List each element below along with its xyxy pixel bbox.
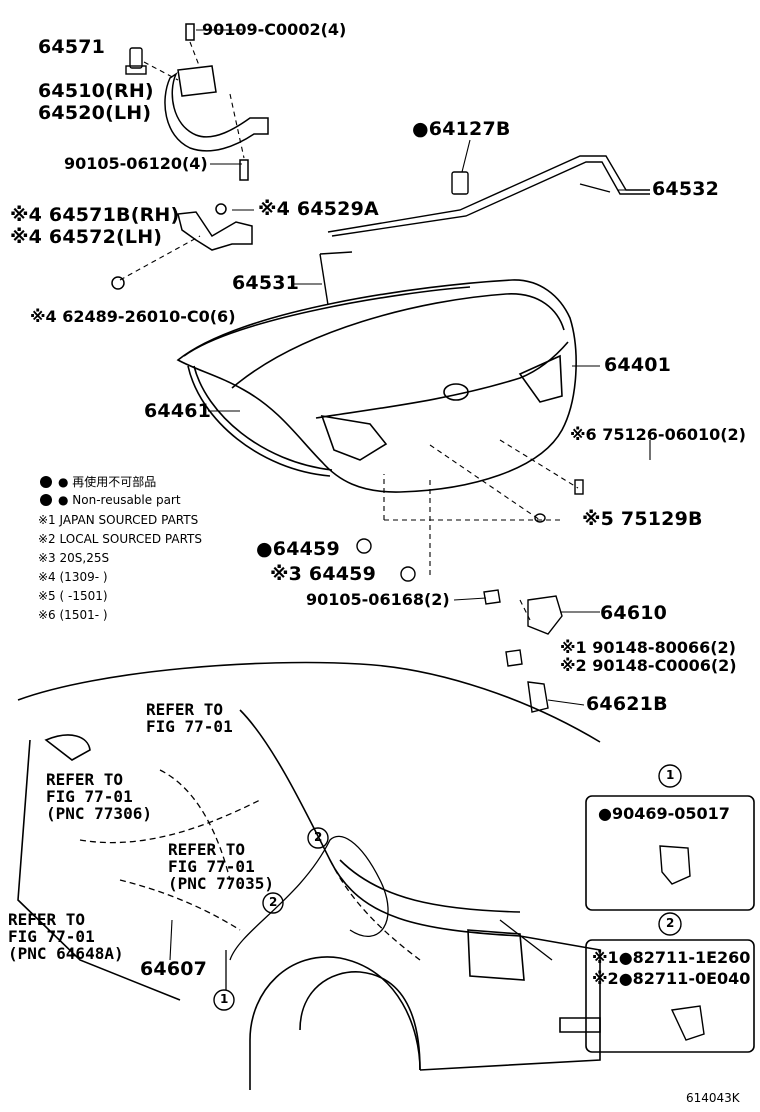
part-label-90105-06120: 90105-06120(4) xyxy=(64,154,208,173)
part-label-75126: ※6 75126-06010(2) xyxy=(570,425,746,444)
part-label-64572: ※4 64572(LH) xyxy=(10,226,163,248)
lock-latch-drawing xyxy=(356,479,584,713)
figure-id: 614043K xyxy=(686,1091,740,1105)
secondary-hinge-drawing xyxy=(111,203,253,290)
callout-2-b: 2 xyxy=(269,895,278,909)
part-label-64459-a: ●64459 xyxy=(256,538,340,560)
refer-note-pnc-77035: REFER TO FIG 77-01 (PNC 77035) xyxy=(168,840,274,893)
part-label-90109: 90109-C0002(4) xyxy=(202,20,347,39)
hinge-assembly-drawing xyxy=(125,23,269,181)
legend-line-3: ※1 JAPAN SOURCED PARTS xyxy=(38,513,199,527)
cable-drawing xyxy=(79,769,421,961)
part-label-64607: 64607 xyxy=(140,958,208,980)
part-label-64461: 64461 xyxy=(144,400,212,422)
part-label-82711-0e040: ※2●82711-0E040 xyxy=(592,969,751,988)
part-label-64520: 64520(LH) xyxy=(38,102,152,124)
legend-line-4: ※2 LOCAL SOURCED PARTS xyxy=(38,532,202,546)
car-body-drawing xyxy=(17,661,601,1090)
part-label-90105-06168: 90105-06168(2) xyxy=(306,590,450,609)
part-label-64532: 64532 xyxy=(652,178,720,200)
refer-note-fig-77-01: REFER TO FIG 77-01 xyxy=(146,700,233,736)
detail-box-1 xyxy=(585,795,755,911)
legend-line-5: ※3 20S,25S xyxy=(38,551,110,565)
part-label-64529a: ※4 64529A xyxy=(258,198,379,220)
legend-line-6: ※4 (1309- ) xyxy=(38,570,108,584)
callout-1-box: 1 xyxy=(666,768,675,782)
refer-note-pnc-64648a: REFER TO FIG 77-01 (PNC 64648A) xyxy=(8,910,124,963)
part-label-64127b: ●64127B xyxy=(412,118,511,140)
part-label-64571: 64571 xyxy=(38,36,106,58)
part-label-62489: ※4 62489-26010-C0(6) xyxy=(30,307,236,326)
part-label-64571b: ※4 64571B(RH) xyxy=(10,204,180,226)
part-label-64510: 64510(RH) xyxy=(38,80,154,102)
callout-2-box: 2 xyxy=(666,916,675,930)
part-label-90148-c0006: ※2 90148-C0006(2) xyxy=(560,656,737,675)
part-label-75129b: ※5 75129B xyxy=(582,508,703,530)
refer-note-pnc-77306: REFER TO FIG 77-01 (PNC 77306) xyxy=(46,770,152,823)
callout-2-a: 2 xyxy=(314,830,323,844)
trunk-lid-drawing xyxy=(176,279,577,493)
part-label-90148-80066: ※1 90148-80066(2) xyxy=(560,638,736,657)
part-label-64610: 64610 xyxy=(600,602,668,624)
part-label-64401: 64401 xyxy=(604,354,672,376)
part-label-64459-b: ※3 64459 xyxy=(270,563,377,585)
callout-1-a: 1 xyxy=(220,992,229,1006)
part-label-64621b: 64621B xyxy=(586,693,668,715)
part-label-64531: 64531 xyxy=(232,272,300,294)
legend-line-8: ※6 (1501- ) xyxy=(38,608,108,622)
part-label-90469: ●90469-05017 xyxy=(598,804,730,823)
legend-line-7: ※5 ( -1501) xyxy=(38,589,108,603)
trunk-rod-drawing xyxy=(319,155,650,306)
detail-box-2 xyxy=(585,939,755,1053)
legend-line-1: ● 再使用不可部品 xyxy=(58,475,157,489)
callout-circles xyxy=(213,764,682,1011)
legend-line-2: ● Non-reusable part xyxy=(58,493,181,507)
part-label-82711-1e260: ※1●82711-1E260 xyxy=(592,948,751,967)
